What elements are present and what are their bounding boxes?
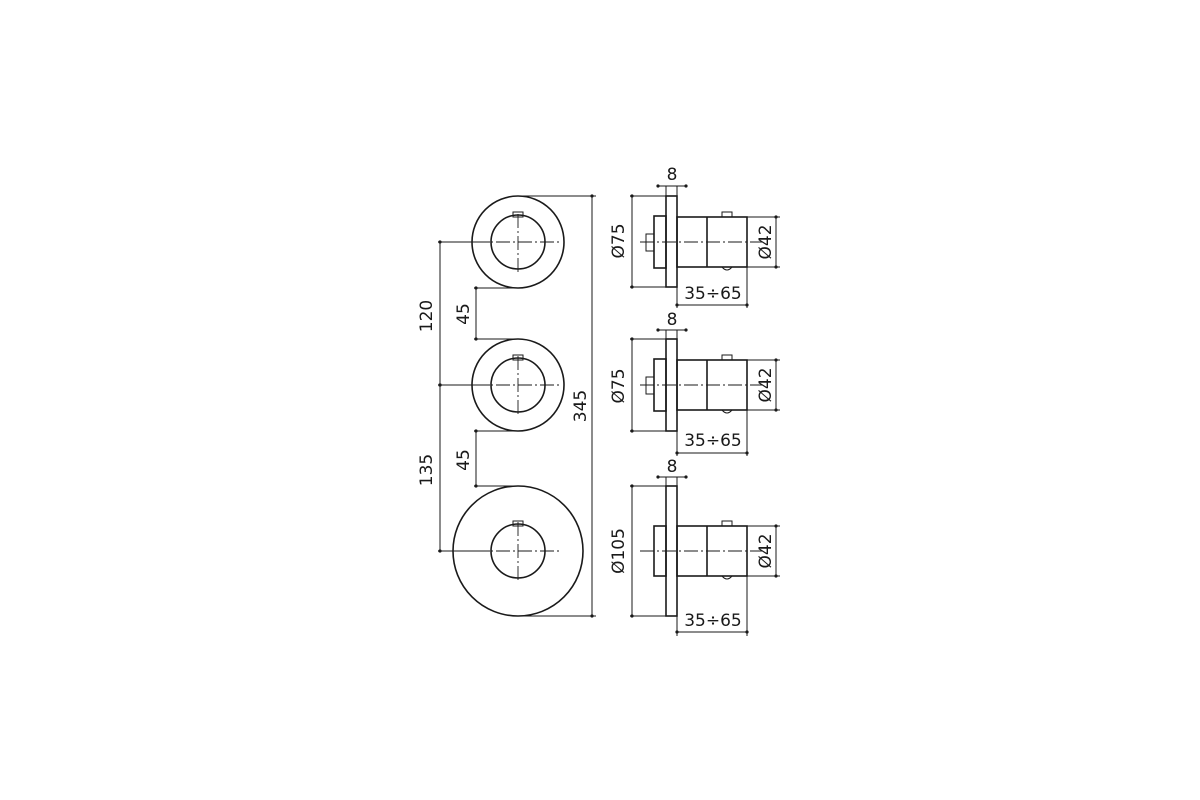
dim-spacing-bottom: 135 bbox=[417, 454, 437, 486]
dim-knob-diameter-1: Ø42 bbox=[756, 224, 776, 259]
dim-knob-diameter-2: Ø42 bbox=[756, 367, 776, 402]
side-knob-indicator-1 bbox=[721, 211, 733, 218]
dim-knob-diameter-3: Ø42 bbox=[756, 533, 776, 568]
dim-depth-range-2: 35÷65 bbox=[684, 431, 742, 451]
dim-depth-range-1: 35÷65 bbox=[684, 284, 742, 304]
dim-plate-thickness-3: 8 bbox=[667, 457, 678, 477]
dim-plate-diameter-1: Ø75 bbox=[609, 223, 629, 258]
side-knob-indicator-3 bbox=[721, 520, 733, 527]
side-back-stub-2 bbox=[645, 376, 655, 395]
front-view: 120 135 45 45 345 bbox=[417, 194, 596, 618]
side-knob-indicator-2 bbox=[721, 354, 733, 361]
dim-spacing-top: 120 bbox=[417, 300, 437, 332]
dim-overall-height: 345 bbox=[571, 390, 591, 422]
dim-gap-bottom: 45 bbox=[454, 449, 474, 471]
dim-plate-diameter-3: Ø105 bbox=[609, 528, 629, 574]
side-view-1: 8 Ø75 Ø42 35÷65 bbox=[609, 165, 780, 308]
side-view-3: 8 Ø105 Ø42 35÷65 bbox=[609, 457, 780, 636]
dim-plate-diameter-2: Ø75 bbox=[609, 368, 629, 403]
dim-plate-thickness-1: 8 bbox=[667, 165, 678, 185]
dim-plate-thickness-2: 8 bbox=[667, 310, 678, 330]
side-view-2: 8 Ø75 Ø42 35÷65 bbox=[609, 310, 780, 456]
dim-depth-range-3: 35÷65 bbox=[684, 611, 742, 631]
side-plate-1 bbox=[665, 195, 678, 288]
side-back-stub-1 bbox=[645, 233, 655, 252]
dim-gap-top: 45 bbox=[454, 303, 474, 325]
